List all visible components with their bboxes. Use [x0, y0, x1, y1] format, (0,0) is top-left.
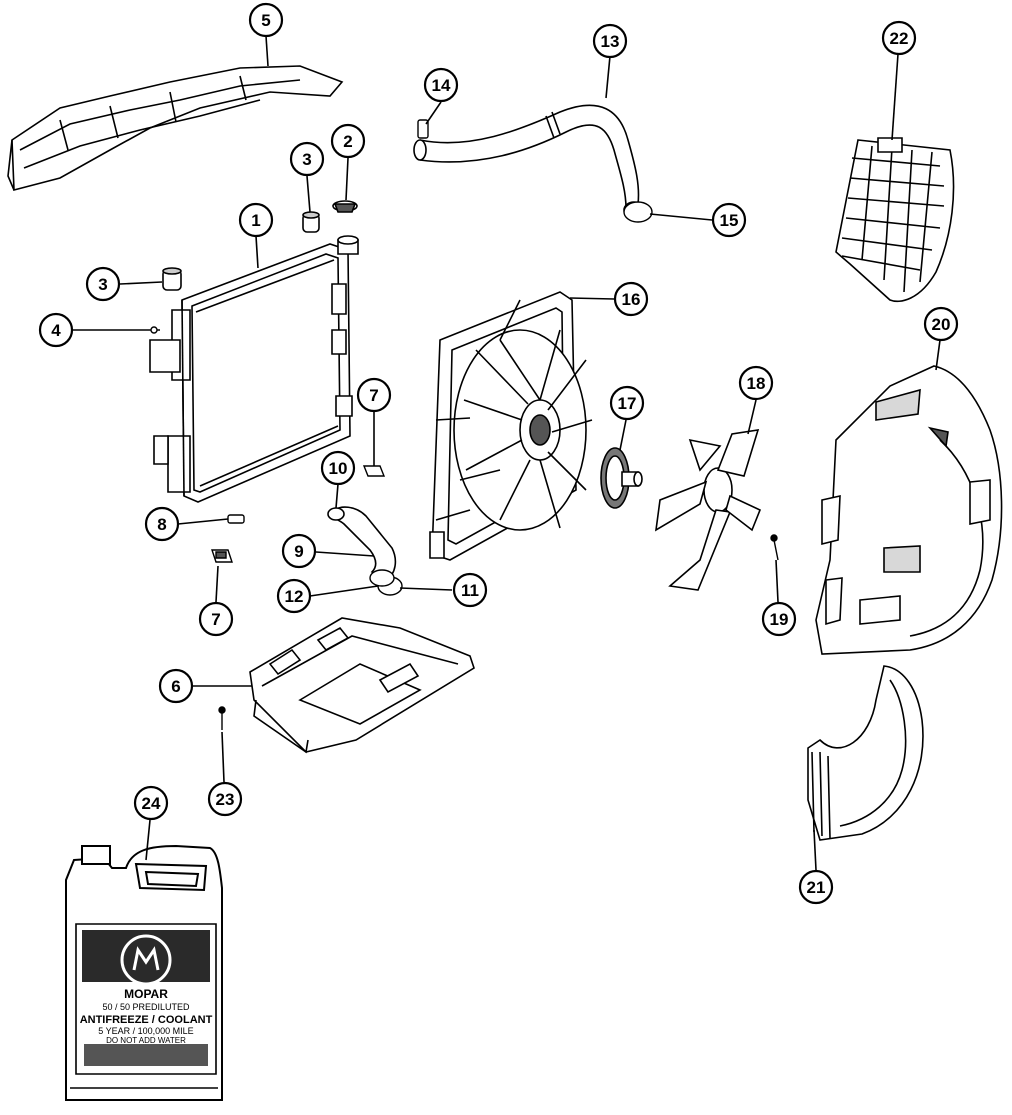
part-23-push-pin [219, 707, 225, 730]
leader-lines [72, 35, 941, 871]
callout-15: 15 [711, 202, 747, 238]
callout-13: 13 [592, 23, 628, 59]
part-19-screw [771, 535, 778, 560]
callout-24: 24 [133, 785, 169, 821]
part-22-shroud-extension [836, 138, 954, 301]
jug-line-3: 5 YEAR / 100,000 MILE [98, 1026, 193, 1036]
callout-16: 16 [613, 281, 649, 317]
callout-22: 22 [881, 20, 917, 56]
part-3-isolator-left [163, 268, 181, 290]
svg-text:12: 12 [285, 587, 304, 606]
part-13-upper-radiator-hose [414, 105, 644, 218]
svg-text:11: 11 [461, 581, 479, 600]
part-24-coolant-jug [66, 846, 222, 1100]
callout-17: 17 [609, 385, 645, 421]
part-5-upper-shield [8, 66, 342, 190]
svg-text:21: 21 [807, 878, 826, 897]
svg-text:7: 7 [211, 610, 220, 629]
part-3-isolator-upper [303, 212, 319, 232]
svg-text:5: 5 [261, 11, 270, 30]
callout-18: 18 [738, 365, 774, 401]
callout-8: 8 [144, 506, 180, 542]
svg-text:24: 24 [142, 794, 161, 813]
jug-line-4: DO NOT ADD WATER [106, 1036, 186, 1045]
callout-1: 1 [238, 202, 274, 238]
svg-text:13: 13 [601, 32, 620, 51]
part-14-hose-clamp [418, 120, 428, 138]
callout-7-lower: 7 [198, 601, 234, 637]
jug-line-1: 50 / 50 PREDILUTED [102, 1002, 190, 1012]
callout-14: 14 [423, 67, 459, 103]
svg-text:19: 19 [770, 610, 789, 629]
svg-text:10: 10 [329, 459, 348, 478]
svg-text:2: 2 [343, 132, 352, 151]
svg-text:14: 14 [432, 76, 451, 95]
svg-text:3: 3 [302, 150, 311, 169]
jug-brand: MOPAR [124, 987, 168, 1001]
part-18-fan-blade [656, 430, 760, 590]
callout-11: 11 [452, 572, 488, 608]
svg-text:16: 16 [622, 290, 641, 309]
part-15-hose-clamp [624, 202, 652, 222]
callout-9: 9 [281, 533, 317, 569]
part-6-splash-shield [250, 618, 474, 752]
part-9-lower-radiator-hose [328, 507, 395, 580]
callout-3-upper: 3 [289, 141, 325, 177]
callout-5: 5 [248, 2, 284, 38]
svg-text:23: 23 [216, 790, 235, 809]
callout-10: 10 [320, 450, 356, 486]
svg-text:17: 17 [618, 394, 637, 413]
jug-line-2: ANTIFREEZE / COOLANT [80, 1014, 213, 1026]
callout-23: 23 [207, 781, 243, 817]
svg-text:3: 3 [98, 275, 107, 294]
callout-12: 12 [276, 578, 312, 614]
svg-text:15: 15 [720, 211, 739, 230]
part-20-fan-shroud [816, 366, 1002, 654]
callout-4: 4 [38, 312, 74, 348]
callout-21: 21 [798, 869, 834, 905]
svg-text:6: 6 [171, 677, 180, 696]
svg-text:22: 22 [890, 29, 909, 48]
part-7-clip-lower [212, 550, 232, 562]
callout-6: 6 [158, 668, 194, 704]
callout-3-left: 3 [85, 266, 121, 302]
part-12-hose-clamp [370, 570, 394, 586]
svg-text:20: 20 [932, 315, 951, 334]
svg-text:18: 18 [747, 374, 766, 393]
part-8-drain-cock [228, 515, 244, 523]
svg-text:1: 1 [251, 211, 260, 230]
callout-2: 2 [330, 123, 366, 159]
svg-text:4: 4 [51, 321, 61, 340]
part-17-fan-clutch [601, 448, 642, 508]
part-2-radiator-cap [333, 201, 357, 212]
part-1-radiator [150, 236, 358, 502]
callout-20: 20 [923, 306, 959, 342]
part-4-bolt [142, 327, 160, 333]
part-21-shroud-extension [808, 666, 923, 840]
part-7-clip-upper [364, 466, 384, 476]
part-16-fan-shroud [430, 292, 592, 560]
svg-text:7: 7 [369, 386, 378, 405]
svg-text:8: 8 [157, 515, 166, 534]
svg-text:9: 9 [294, 542, 303, 561]
callout-7-upper: 7 [356, 377, 392, 413]
callout-19: 19 [761, 601, 797, 637]
